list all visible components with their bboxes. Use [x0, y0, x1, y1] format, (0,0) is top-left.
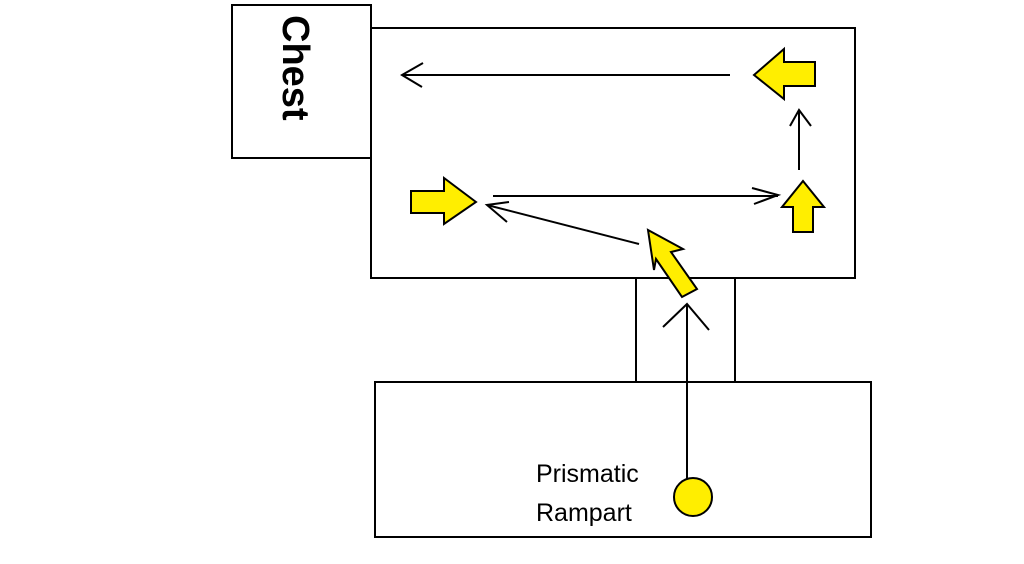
path-arrow-right-up — [789, 108, 812, 170]
start-marker-icon — [673, 477, 713, 517]
path-arrow-corridor-to-left — [484, 201, 640, 245]
main-room — [370, 27, 856, 279]
path-arrow-top-to-chest — [400, 62, 730, 88]
start-room — [374, 381, 872, 538]
start-label-line2: Rampart — [536, 499, 632, 527]
yellow-arrow-top-right-icon — [752, 46, 816, 102]
yellow-arrow-right-mid-icon — [779, 179, 827, 233]
chest-label: Chest — [274, 15, 316, 121]
yellow-arrow-diagonal-icon — [646, 228, 699, 299]
path-arrow-left-to-right — [493, 187, 782, 205]
path-arrow-start-to-corridor — [662, 302, 710, 480]
yellow-arrow-left-mid-icon — [410, 176, 478, 226]
start-label-line1: Prismatic — [536, 460, 639, 488]
